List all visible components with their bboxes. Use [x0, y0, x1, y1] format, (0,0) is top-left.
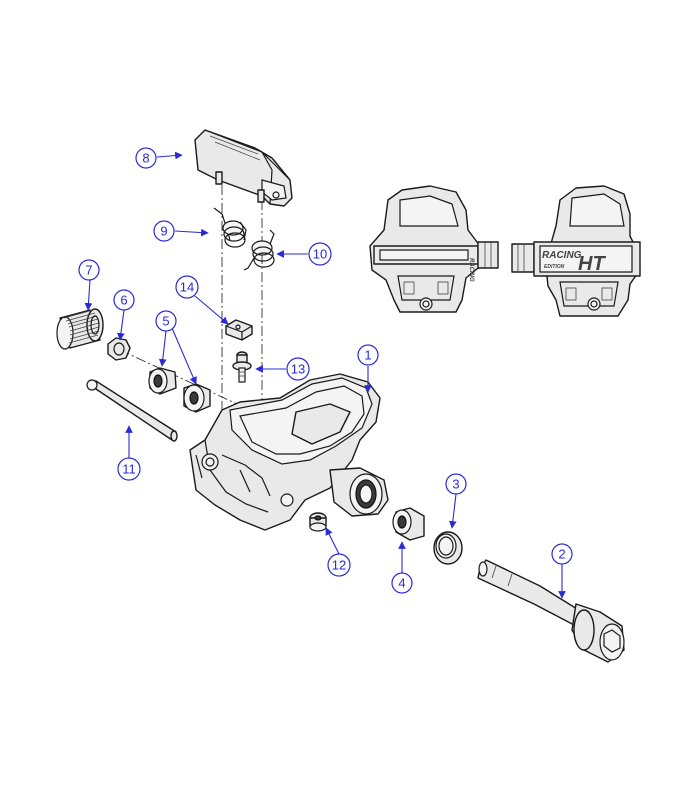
- callout-6-label: 6: [120, 293, 127, 308]
- brand-edition-text: EDITION: [544, 264, 565, 270]
- part-8-cover: [194, 129, 293, 207]
- callout-5-label: 5: [162, 314, 169, 329]
- part-6-nut: [107, 337, 131, 361]
- part-12-screw: [309, 512, 327, 532]
- callout-4-label: 4: [398, 576, 405, 591]
- callout-5: 5: [155, 310, 177, 332]
- part-11-pin: [86, 379, 178, 442]
- callout-2-label: 2: [558, 547, 565, 562]
- callout-leaders: [84, 151, 566, 599]
- part-14-plate: [225, 319, 253, 341]
- callout-6: 6: [113, 289, 135, 311]
- inset-view-front: RACING: [369, 185, 499, 313]
- part-3-ring: [433, 531, 463, 565]
- callout-1-label: 1: [364, 348, 371, 363]
- callout-13: 13: [286, 357, 310, 381]
- callout-12-label: 12: [332, 558, 346, 573]
- callout-14: 14: [175, 275, 199, 299]
- callout-13-label: 13: [291, 362, 305, 377]
- callout-8-label: 8: [142, 151, 149, 166]
- inset-view-branded: RACING EDITION HT: [511, 185, 641, 317]
- callout-4: 4: [391, 572, 413, 594]
- part-9-spring-left: [213, 207, 247, 248]
- callout-3: 3: [445, 473, 467, 495]
- part-2-axle: [477, 559, 625, 663]
- part-4-bushing: [392, 507, 425, 541]
- part-13-screw: [232, 351, 252, 383]
- callout-14-label: 14: [180, 280, 194, 295]
- callout-12: 12: [327, 553, 351, 577]
- callout-11-label: 11: [122, 462, 136, 477]
- callout-11: 11: [117, 457, 141, 481]
- callout-10-label: 10: [313, 247, 327, 262]
- callout-2: 2: [551, 543, 573, 565]
- callout-1: 1: [357, 344, 379, 366]
- callout-8: 8: [135, 147, 157, 169]
- callout-3-label: 3: [452, 477, 459, 492]
- inset-front-racing-text: RACING: [468, 258, 474, 282]
- callout-7-label: 7: [85, 263, 92, 278]
- part-7-threaded-cap: [56, 308, 104, 350]
- brand-logo-text: HT: [578, 253, 606, 275]
- part-5-bearing-a: [148, 367, 177, 395]
- part-10-spring-right: [243, 229, 275, 271]
- callout-7: 7: [78, 259, 100, 281]
- part-1-pedal-body: [189, 373, 389, 531]
- brand-racing-text: RACING: [542, 250, 582, 261]
- callout-9-label: 9: [160, 224, 167, 239]
- callout-10: 10: [308, 242, 332, 266]
- part-5-bearing-b: [183, 383, 211, 413]
- callout-9: 9: [153, 220, 175, 242]
